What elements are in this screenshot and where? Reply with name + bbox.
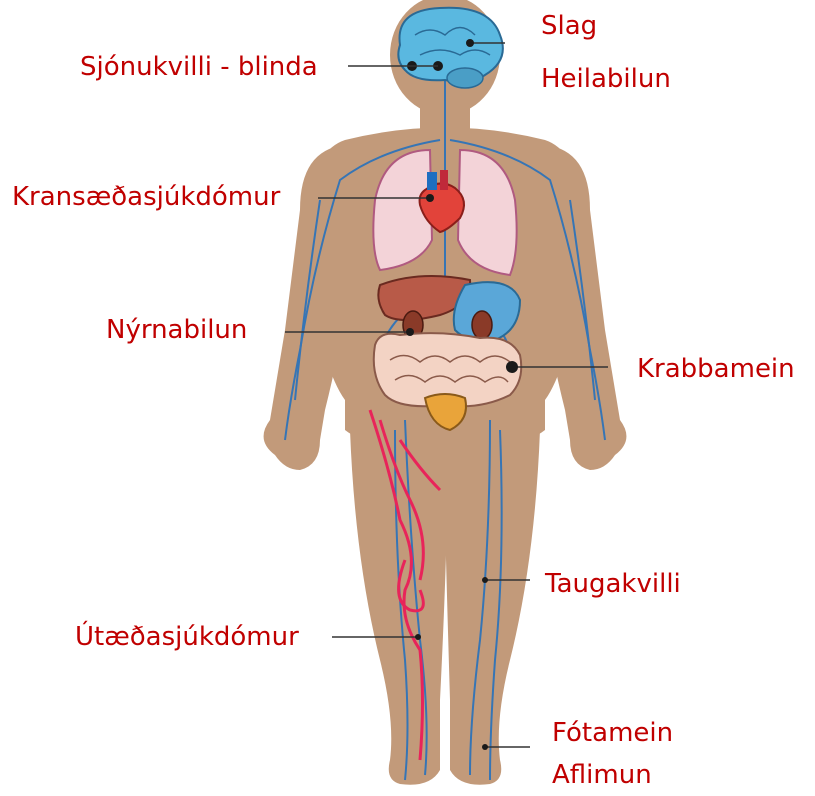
label-heilabilun: Heilabilun bbox=[541, 66, 671, 92]
label-kransaedasjukdomur: Kransæðasjúkdómur bbox=[12, 184, 280, 210]
label-fotamein: Fótamein bbox=[552, 720, 673, 746]
label-utaedasjukdomur: Útæðasjúkdómur bbox=[75, 624, 299, 650]
label-sjonukvilli: Sjónukvilli - blinda bbox=[80, 54, 318, 80]
label-taugakvilli: Taugakvilli bbox=[545, 571, 681, 597]
label-nyrnabilun: Nýrnabilun bbox=[106, 317, 247, 343]
label-slag: Slag bbox=[541, 13, 597, 39]
label-krabbamein: Krabbamein bbox=[637, 356, 795, 382]
label-aflimun: Aflimun bbox=[552, 762, 652, 788]
